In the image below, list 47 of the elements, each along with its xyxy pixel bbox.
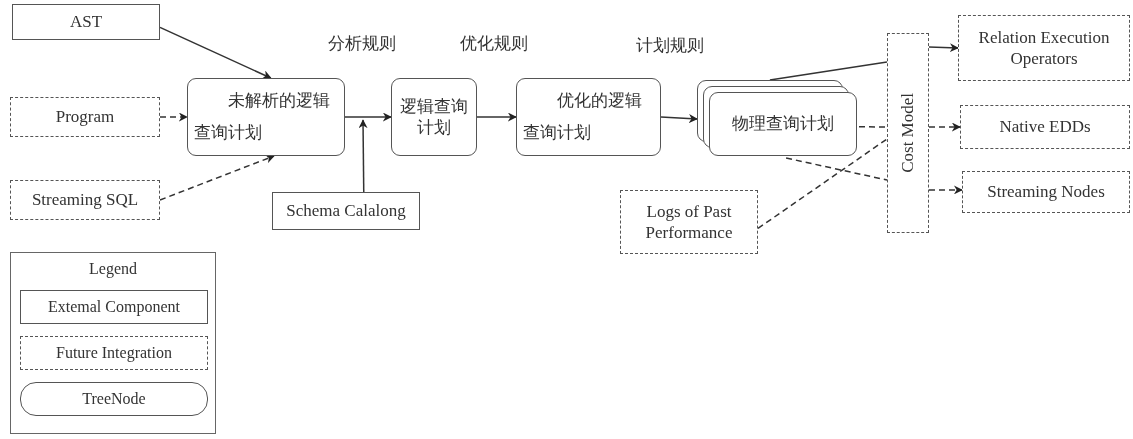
legend-text: TreeNode: [82, 390, 146, 408]
node-text: Program: [55, 106, 115, 128]
node-text: 未解析的逻辑查询计划: [194, 89, 331, 144]
component-box: [272, 192, 420, 230]
legend-title: Legend: [89, 260, 137, 278]
node-text: Streaming Nodes: [987, 181, 1105, 203]
node-text: Streaming SQL: [31, 189, 139, 211]
arrow: [660, 114, 698, 124]
stacked-plan-box: [697, 80, 859, 158]
legend-text: Future Integration: [56, 344, 172, 362]
connector-line: [757, 138, 888, 230]
node-text: Relation Execution Operators: [977, 26, 1111, 70]
arrow: [358, 119, 368, 193]
connector-line: [858, 126, 888, 128]
arrow: [928, 185, 963, 195]
dashed-box: [887, 33, 929, 233]
connector-line: [785, 157, 888, 181]
dashed-box: [10, 180, 160, 220]
tree-node-box: [516, 78, 661, 156]
rule-label: 优化规则: [460, 33, 528, 55]
arrow: [159, 154, 275, 201]
arrow: [928, 43, 959, 53]
rule-label: 计划规则: [636, 35, 704, 57]
arrow: [344, 112, 392, 122]
dashed-box: [10, 97, 160, 137]
legend-text: Extemal Component: [48, 298, 180, 316]
node-text: 物理查询计划: [732, 113, 834, 135]
arrow: [928, 122, 961, 132]
node-text: Cost Model: [897, 93, 919, 173]
dashed-box: [958, 15, 1130, 81]
rule-label: 分析规则: [328, 33, 396, 55]
arrow: [159, 112, 188, 122]
arrow: [159, 26, 272, 79]
node-text: Logs of Past Performance: [644, 200, 734, 244]
dashed-box: [962, 171, 1130, 213]
dashed-box: [960, 105, 1130, 149]
node-text: 逻辑查询计划: [399, 95, 469, 139]
node-text: AST: [69, 11, 103, 33]
connector-line: [769, 61, 888, 81]
arrow: [476, 112, 517, 122]
tree-node-box: [391, 78, 477, 156]
node-text: Native EDDs: [999, 116, 1091, 138]
node-text: 优化的逻辑查询计划: [523, 89, 643, 144]
component-box: [12, 4, 160, 40]
tree-node-box: [187, 78, 345, 156]
dashed-box: [620, 190, 758, 254]
node-text: Schema Calalong: [286, 200, 406, 222]
